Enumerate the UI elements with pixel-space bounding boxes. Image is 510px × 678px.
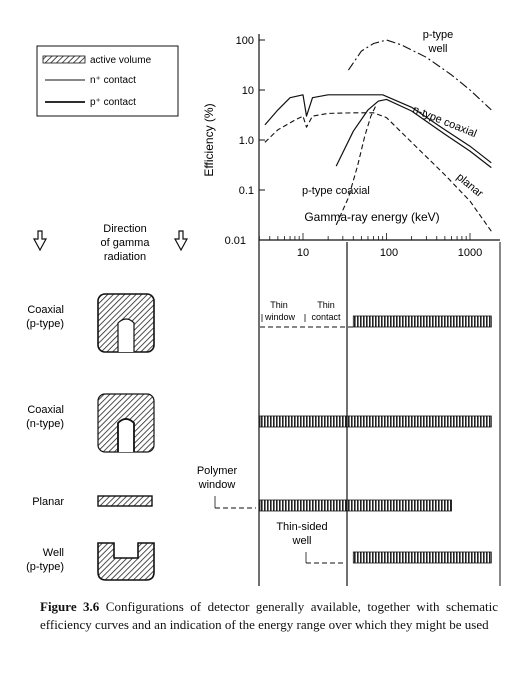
well-label-1: Well <box>43 547 64 559</box>
thin-window-label-2: window <box>264 312 296 322</box>
range-bar <box>259 415 492 428</box>
detector-well: Well (p-type) <box>26 542 155 581</box>
direction-line-1: Direction <box>103 223 146 235</box>
well-label-2: (p-type) <box>26 561 64 573</box>
detector-planar: Planar <box>32 495 153 508</box>
y-tick-label: 100 <box>236 35 254 47</box>
detector-coaxial-p: Coaxial (p-type) <box>26 293 155 353</box>
x-tick-label: 100 <box>380 247 398 259</box>
coaxial-n-label-2: (n-type) <box>26 418 64 430</box>
legend-active-volume: active volume <box>90 55 152 66</box>
thin-contact-label-1: Thin <box>317 300 335 310</box>
label-p-type-well-2: well <box>428 43 448 55</box>
thin-sided-well-label-1: Thin-sided <box>276 521 327 533</box>
caption-text: Configurations of detector generally ava… <box>40 599 498 632</box>
x-tick-label: 10 <box>297 247 309 259</box>
curve-p-type-coaxial-dashed <box>335 104 377 226</box>
direction-line-3: radiation <box>104 251 146 263</box>
arrow-down-icon <box>32 230 48 252</box>
y-tick-label: 0.01 <box>225 235 246 247</box>
label-planar: planar <box>454 171 485 200</box>
direction-line-2: of gamma <box>101 237 151 249</box>
thin-window-label-1: Thin <box>270 300 288 310</box>
coaxial-n-label-1: Coaxial <box>27 404 64 416</box>
range-bar <box>352 315 492 328</box>
y-tick-label: 10 <box>242 85 254 97</box>
y-axis-title: Efficiency (%) <box>202 103 216 176</box>
x-axis-title: Gamma-ray energy (keV) <box>304 210 439 224</box>
range-panel <box>258 242 501 586</box>
label-p-type-well-1: p-type <box>423 29 454 41</box>
y-tick-label: 1.0 <box>239 135 254 147</box>
curve-labels: p-type well n-type coaxial planar p-type… <box>302 29 485 200</box>
legend-hatch-swatch <box>42 55 86 64</box>
detector-coaxial-n: Coaxial (n-type) <box>26 393 155 453</box>
energy-ranges <box>259 315 492 564</box>
curves <box>264 39 492 232</box>
range-labels: Thin window Thin contact Polymer window … <box>197 300 341 563</box>
range-bar <box>352 551 492 564</box>
x-tick-label: 1000 <box>458 247 482 259</box>
legend-p-contact: p⁺ contact <box>90 97 136 108</box>
thin-contact-label-2: contact <box>311 312 341 322</box>
curve-p-type-well <box>347 39 492 111</box>
polymer-window-label-1: Polymer <box>197 465 238 477</box>
y-tick-label: 0.1 <box>239 185 254 197</box>
thin-sided-well-label-2: well <box>292 535 312 547</box>
legend-n-contact: n⁺ contact <box>90 75 136 86</box>
curve-planar <box>264 112 492 232</box>
polymer-window-label-2: window <box>198 479 236 491</box>
curve-n-type-coaxial <box>264 94 492 164</box>
label-p-type-coaxial: p-type coaxial <box>302 185 370 197</box>
range-bar <box>259 499 452 512</box>
direction-indicator: Direction of gamma radiation <box>32 223 189 263</box>
coaxial-p-label-1: Coaxial <box>27 304 64 316</box>
x-axis: 10 100 1000 Gamma-ray energy (keV) <box>258 210 500 259</box>
y-axis: 100 10 1.0 0.1 0.01 Efficiency (%) <box>202 34 265 247</box>
figure-caption: Figure 3.6 Configurations of detector ge… <box>40 598 498 634</box>
coaxial-p-label-2: (p-type) <box>26 318 64 330</box>
legend: active volume n⁺ contact p⁺ contact <box>36 45 179 117</box>
arrow-down-icon <box>173 230 189 252</box>
curve-p-type-coaxial <box>335 98 492 169</box>
planar-label: Planar <box>32 496 64 508</box>
caption-label: Figure 3.6 <box>40 599 100 614</box>
